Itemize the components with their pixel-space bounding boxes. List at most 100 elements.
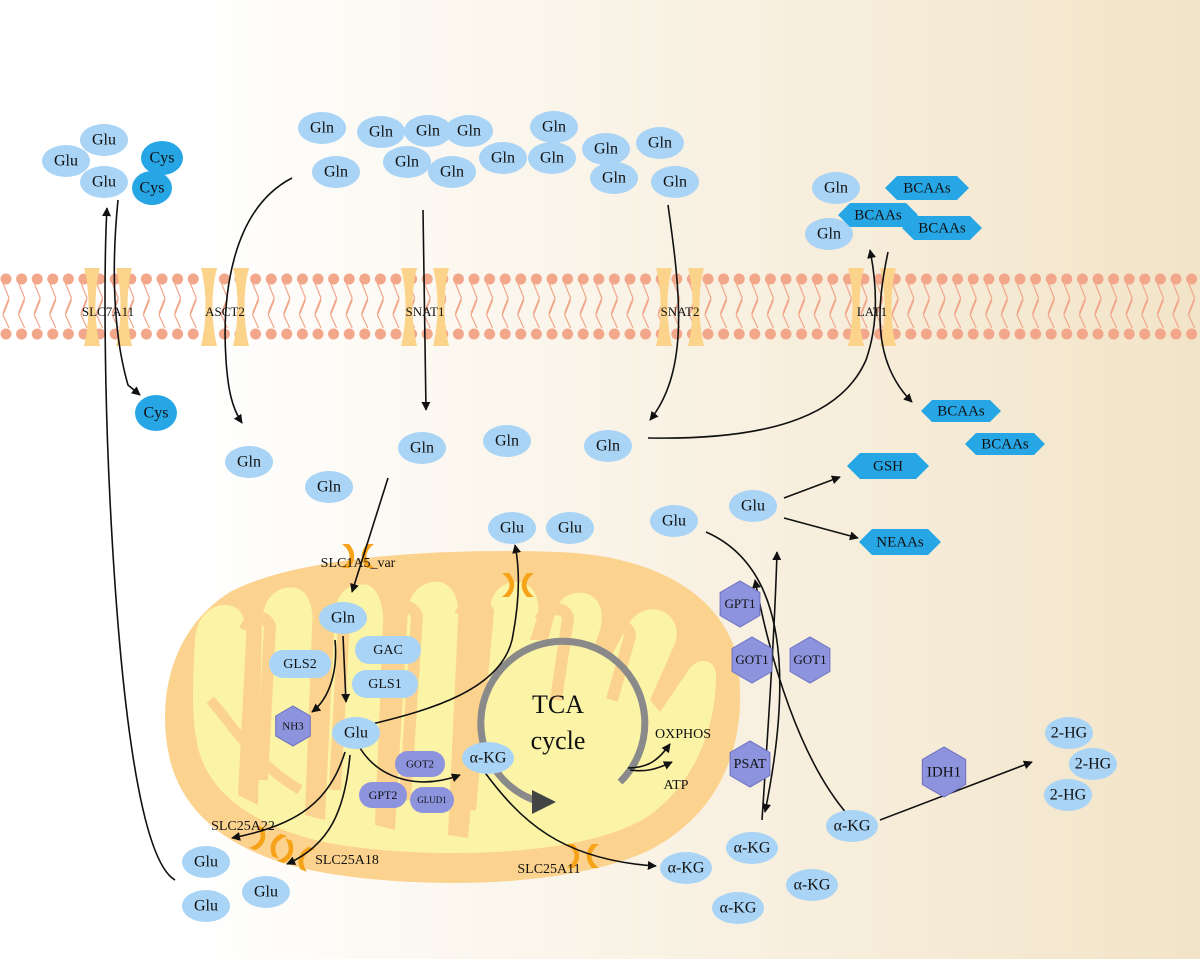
lipid-head <box>1045 273 1057 285</box>
gln-extracellular-1-shape <box>298 112 346 144</box>
lipid-tail <box>454 299 462 329</box>
lipid-tail <box>860 299 868 329</box>
arrow-asct2-gln <box>224 177 293 424</box>
lipid-head <box>312 328 324 340</box>
lipid-tail <box>80 299 88 329</box>
enzyme-got1-a-label: GOT1 <box>735 652 768 667</box>
akg-cytosol-4-shape <box>712 892 764 924</box>
glu-cytosol-1: Glu <box>488 512 536 544</box>
lipid-head <box>156 328 168 340</box>
lipid-head <box>250 328 262 340</box>
arrow-akg-to-2hg <box>879 760 1033 821</box>
lipid-tail <box>626 299 634 329</box>
gln-extracellular-9-shape <box>479 142 527 174</box>
bcaas-extracellular-2-shape <box>838 203 918 227</box>
gln-extracellular-14-shape <box>651 166 699 198</box>
lipid-head <box>140 273 152 285</box>
gln-extracellular-9: Gln <box>479 142 527 174</box>
lipid-head <box>328 328 340 340</box>
lipid-head <box>749 273 761 285</box>
akg-mitochondrial: α-KG <box>462 742 514 774</box>
2hg-2-label: 2-HG <box>1075 756 1112 773</box>
lipid-tail <box>938 299 946 329</box>
glu-extracellular-2-label: Glu <box>54 153 78 170</box>
lipid-head <box>187 273 199 285</box>
lipid-tail <box>470 299 478 329</box>
lipid-tail <box>673 282 681 314</box>
2hg-3-label: 2-HG <box>1050 787 1087 804</box>
lipid-head <box>265 328 277 340</box>
transporter-label-lat1: LAT1 <box>857 304 887 319</box>
lipid-tail <box>735 282 743 314</box>
gln-cytosol-4: Gln <box>483 425 531 457</box>
carrier-half <box>521 573 534 597</box>
enzyme-got2: GOT2 <box>395 751 445 777</box>
lipid-tail <box>1188 282 1196 314</box>
transporter-label-slc7a11: SLC7A11 <box>82 304 134 319</box>
arrow-glu-efflux-up <box>102 207 176 881</box>
cys-extracellular-1-label: Cys <box>150 150 175 167</box>
arrow-snat1-gln <box>421 209 431 411</box>
glu-exported-3: Glu <box>242 876 290 908</box>
lipid-tail <box>564 282 572 314</box>
lipid-tail <box>876 282 884 314</box>
lipid-head <box>905 273 917 285</box>
akg-cytosol-4: α-KG <box>712 892 764 924</box>
glu-cytosol-2-label: Glu <box>558 520 582 537</box>
lipid-head <box>47 328 59 340</box>
lipid-tail <box>922 299 930 329</box>
neaas-shape <box>859 529 941 555</box>
lipid-tail <box>1156 282 1165 314</box>
lipid-head <box>0 273 12 285</box>
lipid-head <box>640 328 652 340</box>
lipid-head <box>733 328 745 340</box>
lipid-tail <box>751 299 759 329</box>
lipid-head <box>1045 328 1057 340</box>
gsh-shape <box>847 453 929 479</box>
lipid-tail <box>127 282 135 314</box>
lipid-tail <box>719 299 728 329</box>
akg-cytosol-1-shape <box>660 852 712 884</box>
enzyme-nh3-shape <box>275 705 311 747</box>
akg-cytosol-5: α-KG <box>826 810 878 842</box>
transporter-half <box>656 268 672 346</box>
lipid-tail <box>642 282 650 314</box>
lipid-tail <box>1187 299 1196 329</box>
enzyme-psat-shape <box>729 740 771 788</box>
lipid-tail <box>96 282 104 314</box>
glu-exported-3-label: Glu <box>254 884 278 901</box>
cys-intracellular: Cys <box>135 395 177 431</box>
gln-extracellular-10-shape <box>528 142 576 174</box>
carrier-half <box>298 846 316 872</box>
lipid-tail <box>829 282 837 314</box>
gln-lat1-2-shape <box>805 218 853 250</box>
atp-label: ATP <box>664 778 689 793</box>
gln-lat1-2-label: Gln <box>817 226 841 243</box>
lipid-tail <box>158 299 166 329</box>
carrier-half <box>502 573 515 597</box>
lipid-tail <box>517 282 525 314</box>
gln-cytosol-2-shape <box>305 471 353 503</box>
lipid-tail <box>517 299 525 329</box>
bcaas-extracellular-1-label: BCAAs <box>903 180 951 196</box>
lipid-head <box>1154 273 1166 285</box>
glu-exported-2-label: Glu <box>194 898 218 915</box>
gln-mitochondrial-label: Gln <box>331 610 355 627</box>
arrow-glu-to-akg <box>705 531 781 813</box>
gln-extracellular-6-shape <box>530 111 578 143</box>
lipid-tail <box>735 299 743 329</box>
lipid-tail <box>1141 282 1149 314</box>
lipid-head <box>1170 273 1182 285</box>
carrier-label-slc1a5-var: SLC1A5_var <box>321 556 396 571</box>
lipid-tail <box>610 299 618 329</box>
2hg-1-label: 2-HG <box>1051 725 1088 742</box>
lipid-head <box>1030 273 1042 285</box>
enzyme-glud1-label: GLUD1 <box>417 795 447 805</box>
lipid-tail <box>969 282 977 314</box>
gln-cytosol-3-shape <box>398 432 446 464</box>
lipid-head <box>920 273 932 285</box>
lipid-tail <box>595 299 603 329</box>
enzyme-got1-a: GOT1 <box>731 636 773 684</box>
lipid-head <box>281 273 293 285</box>
gln-extracellular-8-label: Gln <box>440 164 464 181</box>
